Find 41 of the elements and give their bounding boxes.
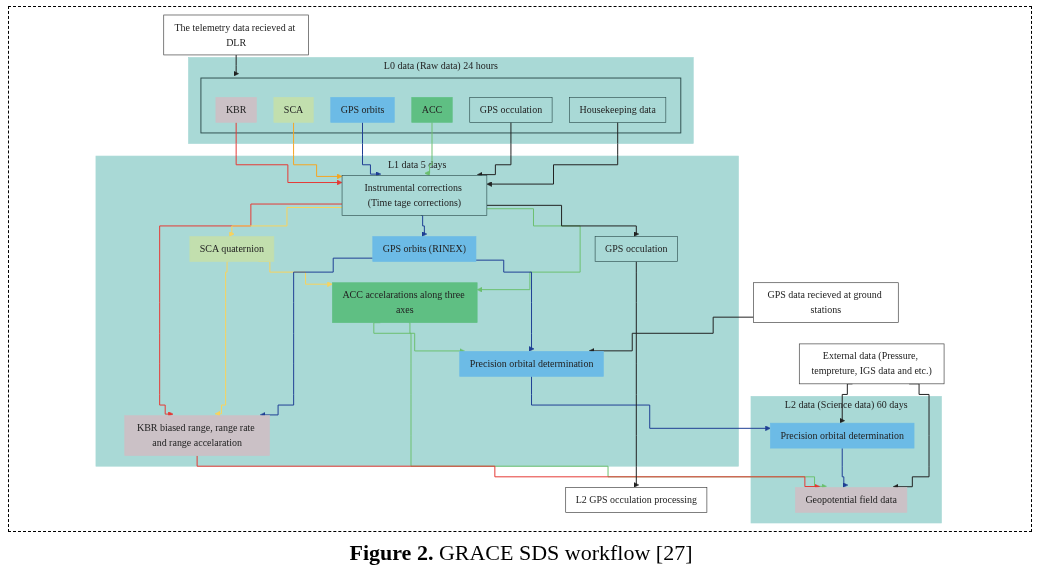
- node-box: External data (Pressure, tempreture, IGS data and etc.): [798, 343, 945, 385]
- node-box: Instrumental corrections (Time tage corrections): [341, 175, 488, 216]
- node-box: GPS orbits (RINEX): [372, 236, 477, 262]
- arrow: [373, 322, 465, 354]
- node-box: ACC accelarations along three axes: [332, 282, 478, 323]
- arrow: [475, 259, 535, 352]
- arrow: [892, 383, 930, 490]
- node-box: Precision orbital determination: [770, 422, 915, 449]
- arrow: [476, 208, 581, 293]
- arrow: [293, 121, 343, 180]
- node-box: GPS data recieved at ground stations: [753, 282, 899, 323]
- arrow: [235, 121, 343, 186]
- node-box: Geopotential field data: [795, 487, 908, 513]
- arrow: [477, 121, 512, 178]
- arrow: [486, 204, 640, 237]
- arrow: [420, 214, 428, 237]
- arrow: [229, 207, 343, 237]
- node-box: L2 GPS occulation processing: [565, 487, 708, 513]
- node-box: Precision orbital determination: [459, 351, 604, 377]
- arrow: [486, 121, 619, 187]
- node-box: GPS occulation: [594, 236, 678, 262]
- node-box: Housekeeping data: [569, 97, 667, 123]
- arrow: [531, 375, 771, 432]
- arrow: [159, 203, 343, 417]
- cluster: [200, 77, 682, 134]
- node-box: GPS orbits: [330, 97, 395, 123]
- figure-caption: Figure 2. GRACE SDS workflow [27]: [348, 540, 694, 566]
- arrow: [233, 54, 239, 77]
- node-box: KBR biased range, range rate and range accelaration: [124, 415, 270, 456]
- arrow: [214, 261, 229, 417]
- node-box: ACC: [411, 97, 453, 123]
- node-box: GPS occulation: [469, 97, 553, 123]
- arrow: [588, 316, 754, 354]
- node-box: SCA: [273, 97, 314, 123]
- node-box: The telemetry data recieved at DLR: [163, 14, 309, 56]
- node-box: SCA quaternion: [189, 236, 275, 262]
- arrow: [424, 121, 433, 176]
- node-box: KBR: [215, 97, 257, 123]
- arrow: [841, 447, 849, 488]
- arrow: [633, 261, 640, 488]
- arrow: [362, 121, 382, 177]
